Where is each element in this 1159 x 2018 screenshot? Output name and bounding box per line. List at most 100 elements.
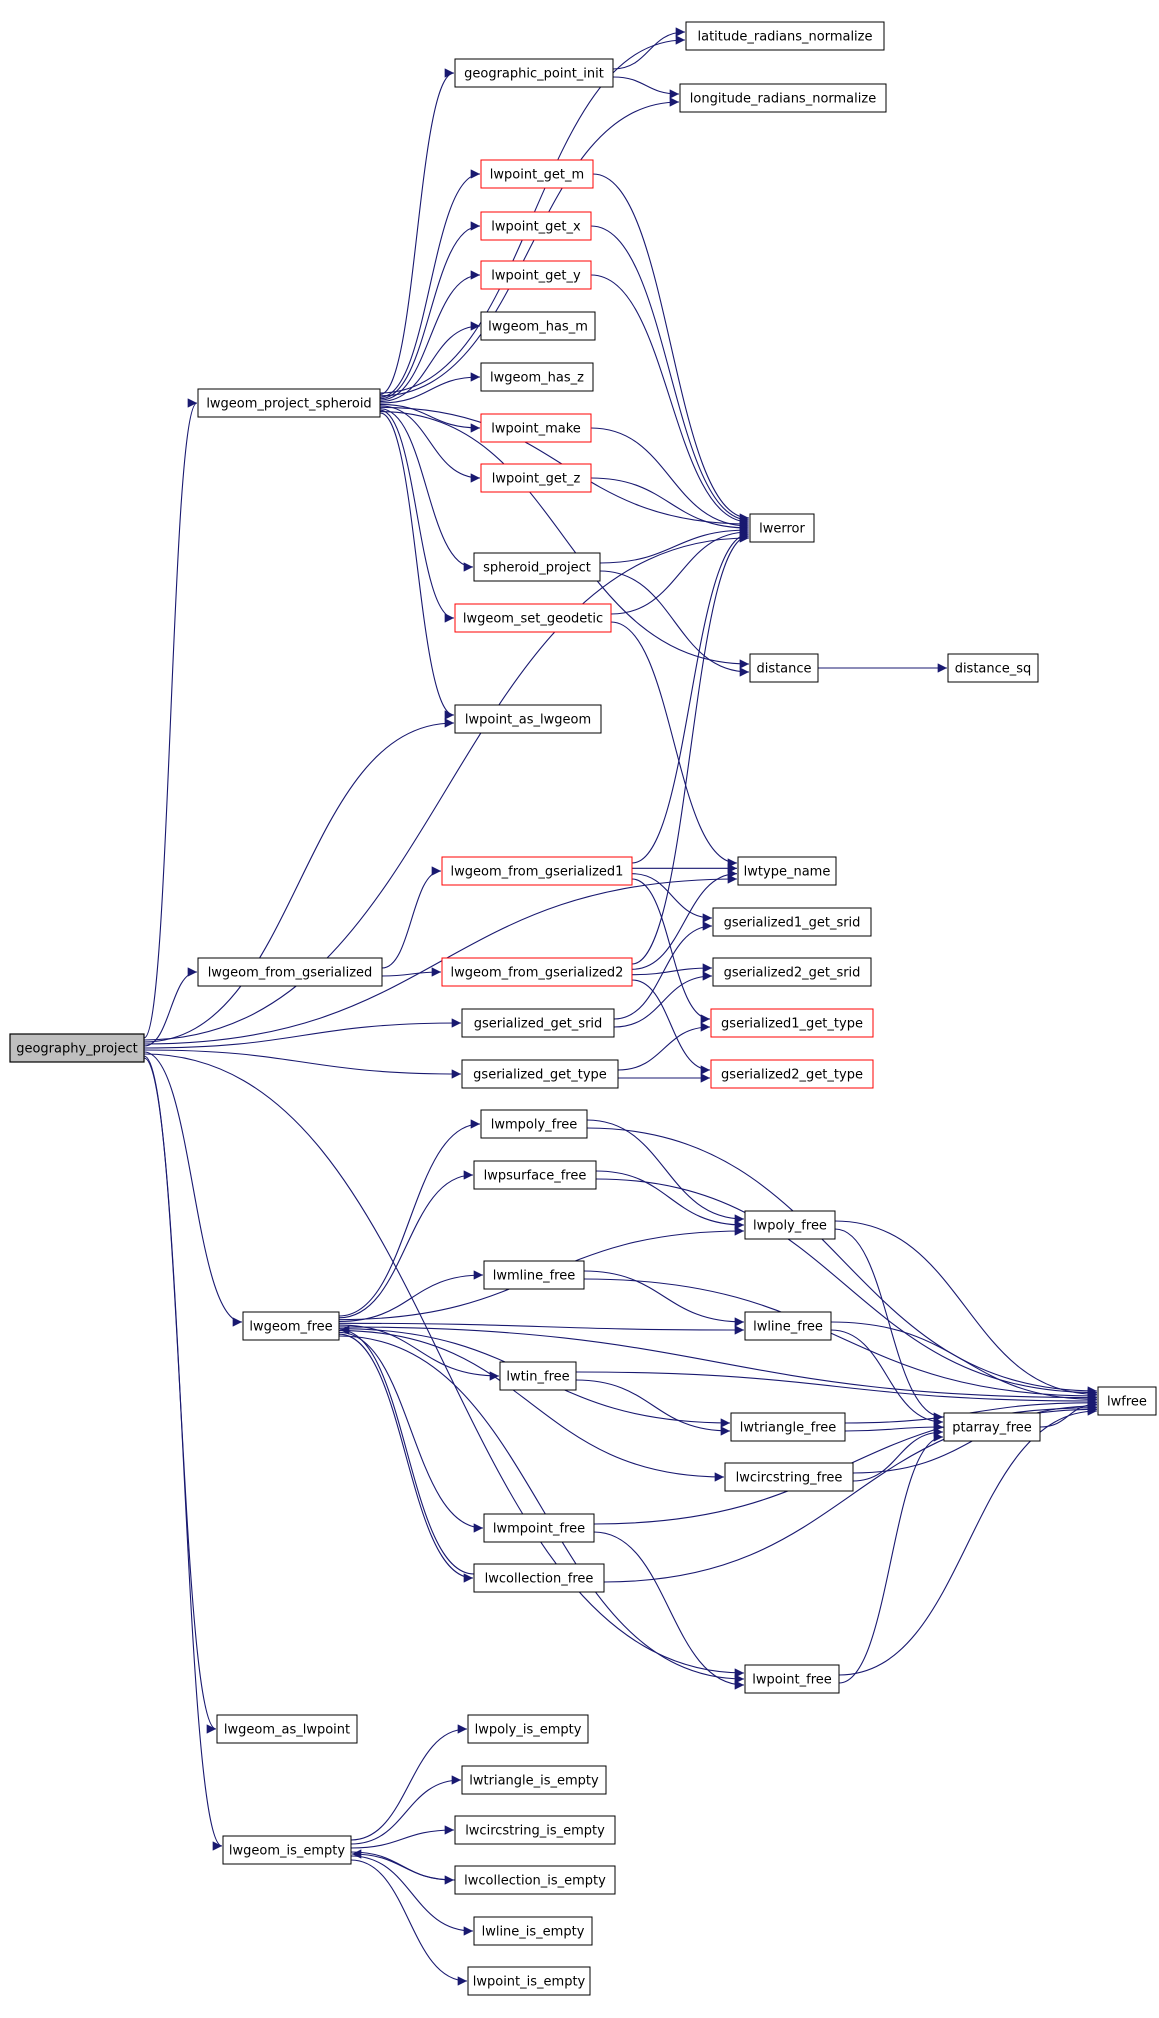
node-box-gserialized_get_type [461,1059,619,1089]
node-lwtin_free[interactable]: lwtin_free [499,1361,577,1391]
node-lwmline_free[interactable]: lwmline_free [483,1260,585,1290]
edge-lwgeom_from_gserialized1-to-gserialized1_get_type [631,878,711,1024]
edge-geography_project-to-lwgeom_is_empty [143,1057,223,1851]
edge-geography_project-to-lwerror [143,533,750,1041]
node-box-lwcircstring_is_empty [454,1815,616,1845]
node-gserialized_get_srid[interactable]: gserialized_get_srid [461,1008,615,1038]
edge-spheroid_project-to-distance [599,570,750,677]
node-gserialized1_get_srid[interactable]: gserialized1_get_srid [712,907,872,937]
node-label-lwpoint_make: lwpoint_make [491,422,581,437]
node-label-lwtriangle_free: lwtriangle_free [740,1421,837,1436]
node-label-distance: distance [756,662,811,677]
node-box-lwtype_name [737,856,837,886]
edge-lwmline_free-to-lwfree [583,1278,1098,1401]
node-lwgeom_free[interactable]: lwgeom_free [242,1311,340,1341]
node-lwcircstring_free[interactable]: lwcircstring_free [724,1462,854,1492]
node-label-gserialized1_get_type: gserialized1_get_type [721,1017,863,1032]
edge-lwpoint_make-to-lwerror [590,427,750,531]
node-geography_project[interactable]: geography_project [9,1033,145,1063]
edge-lwgeom_is_empty-to-lwline_is_empty [350,1855,474,1936]
node-spheroid_project[interactable]: spheroid_project [473,552,601,582]
edge-lwgeom_project_spheroid-to-lwgeom_has_m [379,321,481,403]
node-box-lwcircstring_free [724,1462,854,1492]
edge-geographic_point_init-to-latitude_radians_normalize [612,27,686,70]
node-latitude_radians_normalize[interactable]: latitude_radians_normalize [685,21,885,51]
node-lwcircstring_is_empty[interactable]: lwcircstring_is_empty [454,1815,616,1845]
edge-lwgeom_is_empty-to-lwcircstring_is_empty [350,1825,455,1849]
node-lwgeom_is_empty[interactable]: lwgeom_is_empty [222,1835,352,1865]
node-lwpoint_as_lwgeom[interactable]: lwpoint_as_lwgeom [454,704,602,734]
node-lwpoint_is_empty[interactable]: lwpoint_is_empty [467,1966,591,1996]
node-lwpoint_get_x[interactable]: lwpoint_get_x [480,211,592,241]
node-lwgeom_set_geodetic[interactable]: lwgeom_set_geodetic [454,603,612,633]
node-label-lwpoly_is_empty: lwpoly_is_empty [475,1723,582,1738]
node-lwgeom_as_lwpoint[interactable]: lwgeom_as_lwpoint [216,1714,358,1744]
node-box-lwpoint_as_lwgeom [454,704,602,734]
node-lwpoint_get_z[interactable]: lwpoint_get_z [480,463,592,493]
edge-lwgeom_from_gserialized1-to-lwerror [631,529,750,864]
edge-lwpsurface_free-to-lwpoly_free [595,1170,745,1230]
edge-lwgeom_project_spheroid-to-spheroid_project [379,408,474,572]
node-label-lwcircstring_free: lwcircstring_free [736,1471,843,1486]
node-lwmpoly_free[interactable]: lwmpoly_free [480,1109,588,1139]
edge-lwgeom_project_spheroid-to-lwpoint_as_lwgeom [379,412,455,720]
node-lwpoint_free[interactable]: lwpoint_free [744,1664,840,1694]
node-lwpsurface_free[interactable]: lwpsurface_free [473,1160,597,1190]
node-lwfree[interactable]: lwfree [1097,1386,1157,1416]
edge-lwpsurface_free-to-lwfree [595,1178,1098,1398]
node-longitude_radians_normalize[interactable]: longitude_radians_normalize [679,83,887,113]
node-lwpoint_get_y[interactable]: lwpoint_get_y [480,260,592,290]
node-lwgeom_from_gserialized[interactable]: lwgeom_from_gserialized [197,957,383,987]
edge-lwgeom_from_gserialized1-to-gserialized1_get_srid [631,873,713,923]
node-lwtriangle_free[interactable]: lwtriangle_free [730,1412,846,1442]
edge-geography_project-to-lwpoint_as_lwgeom [143,718,455,1043]
node-label-lwmpoly_free: lwmpoly_free [491,1118,578,1133]
node-gserialized2_get_srid[interactable]: gserialized2_get_srid [712,957,872,987]
node-lwgeom_from_gserialized1[interactable]: lwgeom_from_gserialized1 [441,856,633,886]
node-box-lwgeom_set_geodetic [454,603,612,633]
node-lwline_is_empty[interactable]: lwline_is_empty [473,1916,593,1946]
edge-lwgeom_project_spheroid-to-lwpoint_make [379,403,481,433]
edge-lwmline_free-to-lwline_free [583,1270,745,1327]
node-box-ptarray_free [943,1412,1041,1442]
node-gserialized1_get_type[interactable]: gserialized1_get_type [710,1008,874,1038]
node-lwmpoint_free[interactable]: lwmpoint_free [483,1513,595,1543]
node-lwpoint_make[interactable]: lwpoint_make [480,413,592,443]
node-lwgeom_from_gserialized2[interactable]: lwgeom_from_gserialized2 [441,957,633,987]
node-lwerror[interactable]: lwerror [749,513,815,543]
node-lwpoly_is_empty[interactable]: lwpoly_is_empty [467,1714,589,1744]
node-box-lwpoint_get_z [480,463,592,493]
node-gserialized_get_type[interactable]: gserialized_get_type [461,1059,619,1089]
node-lwline_free[interactable]: lwline_free [744,1311,832,1341]
node-label-lwfree: lwfree [1107,1395,1147,1410]
node-label-gserialized_get_srid: gserialized_get_srid [474,1017,603,1032]
node-lwgeom_project_spheroid[interactable]: lwgeom_project_spheroid [197,388,381,418]
node-distance[interactable]: distance [749,653,819,683]
node-box-lwtriangle_free [730,1412,846,1442]
node-lwgeom_has_z[interactable]: lwgeom_has_z [480,362,594,392]
node-lwgeom_has_m[interactable]: lwgeom_has_m [480,311,596,341]
node-distance_sq[interactable]: distance_sq [947,653,1039,683]
node-gserialized2_get_type[interactable]: gserialized2_get_type [710,1059,874,1089]
node-ptarray_free[interactable]: ptarray_free [943,1412,1041,1442]
node-box-gserialized2_get_type [710,1059,874,1089]
node-box-lwmline_free [483,1260,585,1290]
edge-lwgeom_project_spheroid-to-longitude_radians_normalize [379,97,680,397]
node-lwtype_name[interactable]: lwtype_name [737,856,837,886]
node-label-lwgeom_as_lwpoint: lwgeom_as_lwpoint [224,1723,350,1738]
edge-lwcircstring_free-to-ptarray_free [852,1427,944,1482]
node-geographic_point_init[interactable]: geographic_point_init [454,58,614,88]
edge-lwline_free-to-lwfree [830,1321,1098,1404]
node-label-lwgeom_set_geodetic: lwgeom_set_geodetic [463,612,603,627]
node-lwpoint_get_m[interactable]: lwpoint_get_m [480,159,594,189]
node-label-lwtin_free: lwtin_free [506,1370,569,1385]
node-lwcollection_is_empty[interactable]: lwcollection_is_empty [454,1865,616,1895]
node-label-lwerror: lwerror [759,522,805,537]
node-lwcollection_free[interactable]: lwcollection_free [473,1563,605,1593]
node-lwtriangle_is_empty[interactable]: lwtriangle_is_empty [461,1765,607,1795]
edge-lwgeom_project_spheroid-to-lwpoint_get_z [379,405,481,483]
node-box-distance_sq [947,653,1039,683]
node-box-lwpoly_is_empty [467,1714,589,1744]
node-lwpoly_free[interactable]: lwpoly_free [744,1210,836,1240]
node-box-lwgeom_from_gserialized1 [441,856,633,886]
